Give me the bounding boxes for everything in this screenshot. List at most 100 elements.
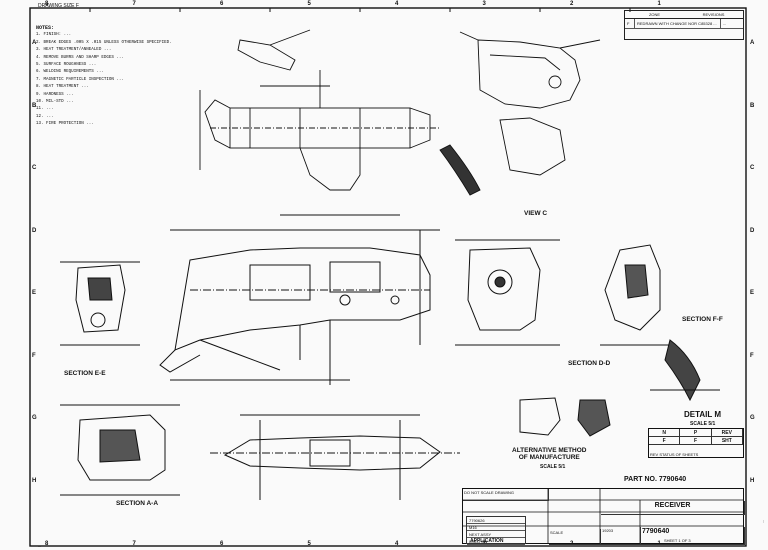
status-caption: REV STATUS OF SHEETS (650, 452, 699, 457)
footer-note: ... (38, 544, 42, 548)
scale-text: SCALE (550, 530, 564, 535)
note-item: 7. MAGNETIC PARTICLE INSPECTION ... (36, 77, 124, 82)
status-cell: SHT (712, 437, 743, 444)
status-row: F F SHT (649, 437, 743, 445)
zone-label: F (32, 352, 36, 359)
status-cell: REV (712, 429, 743, 436)
revision-header: ZONE REVISIONS (625, 11, 743, 19)
status-cell: F (649, 437, 681, 444)
zone-label: C (750, 165, 755, 171)
zone-label: 6 (220, 541, 224, 547)
zone-label: 6 (220, 1, 224, 7)
revision-approval: ... (723, 21, 727, 26)
revision-header-zone: ZONE (648, 12, 661, 17)
status-row: N P REV (649, 429, 743, 437)
detail-m-label: DETAIL M (684, 410, 722, 419)
status-cell: N (649, 429, 681, 436)
note-item: 10. MIL-STD ... (36, 100, 74, 105)
scale-cell: SCALE (549, 529, 601, 545)
note-item: 6. WELDING REQUIREMENTS ... (36, 70, 104, 75)
revision-description: REDRAWN WITH CHANGE NOR C85328 ... (635, 19, 721, 28)
application-block: 7790626 M16 NEXT ASSY USED ON (466, 516, 526, 545)
section-e-e-view (60, 261, 140, 346)
zone-label: H (32, 477, 37, 484)
sheet-text: SHEET 1 OF 3 (664, 538, 691, 543)
zone-label: G (32, 415, 37, 421)
note-item: 9. HARDNESS ... (36, 92, 74, 97)
status-cell: F (680, 437, 712, 444)
zone-label: G (750, 415, 755, 421)
section-e-e-label: SECTION E-E (64, 370, 106, 377)
section-a-a-view (60, 404, 180, 496)
section-a-a-label: SECTION A-A (116, 500, 159, 507)
title-block-lines (462, 488, 744, 544)
zone-label: 4 (395, 541, 399, 547)
title-cell: RECEIVER (601, 501, 745, 515)
zone-label: A (32, 40, 37, 46)
zone-label: 8 (45, 541, 49, 547)
note-item: 5. SURFACE ROUGHNESS ... (36, 63, 97, 68)
alternative-method-scale: SCALE 5/1 (540, 464, 566, 470)
section-d-d-view (455, 239, 560, 346)
note-item: 8. HEAT TREATMENT ... (36, 85, 89, 90)
zone-label: E (750, 290, 755, 296)
upper-body-view (199, 29, 440, 191)
revision-letter: F (625, 19, 635, 28)
main-side-view (159, 214, 440, 385)
zone-label: E (32, 290, 37, 296)
zone-label: 7 (132, 541, 136, 547)
zone-label: 2 (570, 1, 574, 7)
zone-label: 3 (482, 1, 486, 7)
note-item: 4. REMOVE BURRS AND SHARP EDGES ... (36, 55, 124, 60)
zone-label: B (750, 102, 755, 109)
section-f-f-view (600, 244, 670, 346)
notes-title: NOTES: (36, 25, 55, 31)
cage-code: 19203 (602, 528, 614, 533)
zone-label: 7 (132, 1, 136, 7)
revision-row: F REDRAWN WITH CHANGE NOR C85328 ... ... (625, 19, 743, 29)
note-item: 2. BREAK EDGES .005 X .015 UNLESS OTHERW… (36, 40, 172, 45)
title-block: DO NOT SCALE DRAWING RECEIVER 19203 7790… (462, 488, 745, 545)
revision-status-table: N P REV F F SHT (648, 428, 744, 458)
do-not-scale-text: DO NOT SCALE DRAWING (464, 490, 515, 495)
bottom-plan-view (210, 414, 460, 500)
do-not-scale: DO NOT SCALE DRAWING (463, 489, 549, 501)
zone-label: D (750, 227, 755, 234)
detail-m-scale: SCALE 5/1 (690, 421, 716, 427)
revision-header-title: REVISIONS (702, 12, 725, 17)
code-cell: 19203 (601, 527, 641, 545)
status-cell: P (680, 429, 712, 436)
used-on-value: M16 (467, 524, 525, 531)
zone-label: 4 (395, 1, 399, 7)
note-item: 3. HEAT TREATMENT/ANNEALED ... (36, 48, 112, 53)
note-item: 12. ... (36, 114, 54, 119)
zone-label: H (750, 477, 755, 484)
zone-label: C (32, 165, 37, 171)
zone-label: A (750, 40, 755, 46)
sheet-cell: SHEET 1 OF 3 (663, 537, 745, 545)
revision-block: ZONE REVISIONS F REDRAWN WITH CHANGE NOR… (624, 10, 744, 40)
part-no-cell: 7790640 (641, 527, 745, 545)
zone-label: 1 (657, 1, 661, 7)
used-on-label: USED ON (467, 538, 525, 545)
alternative-method-label: ALTERNATIVE METHOD OF MANUFACTURE (512, 447, 587, 461)
vertical-code: ... (762, 520, 767, 524)
section-d-d-label: SECTION D-D (568, 360, 611, 367)
notes-list: 1. FINISH: ...2. BREAK EDGES .005 X .015… (36, 33, 186, 127)
title-part-number: 7790640 (642, 528, 670, 535)
zone-label: B (32, 102, 37, 109)
note-item: 13. FIRE PROTECTION ... (36, 122, 94, 127)
alternative-method-view (519, 397, 611, 437)
zone-label: 5 (307, 541, 311, 547)
drawing-title: RECEIVER (654, 502, 691, 509)
detail-m-view (650, 339, 720, 402)
part-number-label: PART NO. 7790640 (624, 476, 687, 483)
zone-label: D (32, 227, 37, 234)
zone-label: 5 (307, 1, 311, 7)
drawing-size-label: DRAWING SIZE F (38, 3, 79, 9)
general-notes: NOTES: 1. FINISH: ...2. BREAK EDGES .005… (36, 25, 186, 130)
view-c-label: VIEW C (524, 210, 548, 217)
zone-label: F (750, 352, 754, 359)
